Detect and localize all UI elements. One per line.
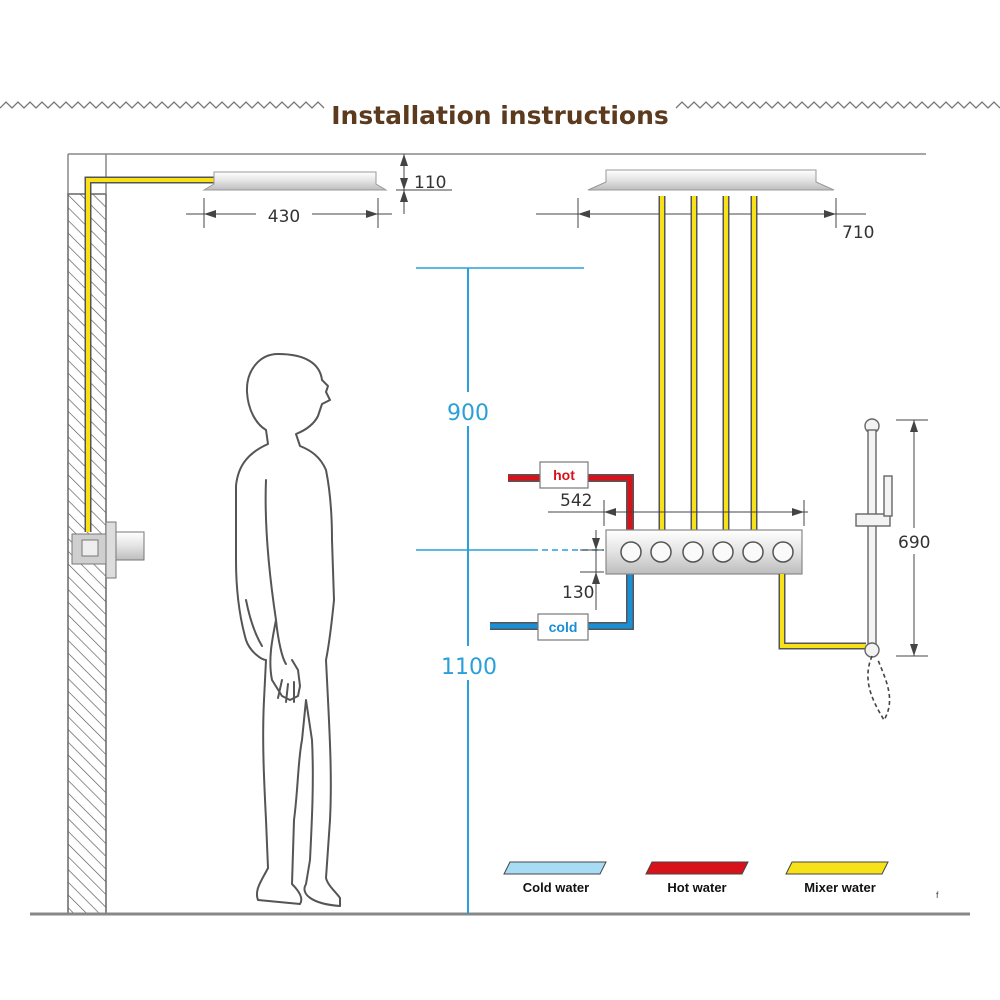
handset-rail-label: 690 bbox=[898, 533, 930, 553]
title-ornament-left bbox=[0, 101, 325, 109]
legend-label: Cold water bbox=[523, 880, 589, 895]
diagram-title: Installation instructions bbox=[331, 101, 669, 130]
handset-rail-dimension: 690 bbox=[896, 419, 938, 657]
handshower-mixer-pipe bbox=[780, 574, 866, 648]
vertical-mixer-pipes bbox=[658, 196, 758, 534]
human-figure bbox=[235, 353, 341, 907]
overhead-shower-small bbox=[202, 171, 388, 191]
thermostatic-valve bbox=[605, 529, 803, 575]
legend-mixer-water: Mixer water bbox=[785, 861, 889, 895]
handshower-rail bbox=[855, 418, 893, 722]
legend-hot-water: Hot water bbox=[645, 861, 749, 895]
legend-label: Mixer water bbox=[804, 880, 876, 895]
valve-offset-dimension: 130 bbox=[562, 530, 604, 610]
cold-water-supply-pipe: cold bbox=[490, 572, 634, 641]
large-head-width-label: 710 bbox=[842, 223, 874, 243]
hot-water-supply-pipe: hot bbox=[508, 461, 634, 534]
upper-height-label: 900 bbox=[447, 401, 489, 426]
legend-label: Hot water bbox=[667, 880, 726, 895]
overhead-shower-large bbox=[587, 169, 835, 191]
hot-label: hot bbox=[553, 467, 575, 483]
small-head-dimension: 430 bbox=[186, 198, 392, 228]
wall-mixer-pipe bbox=[86, 178, 218, 532]
title-ornament-right bbox=[675, 101, 1000, 109]
ceiling-drop-dimension: 110 bbox=[396, 154, 452, 214]
large-head-dimension: 710 bbox=[536, 198, 874, 243]
wall-valve-side bbox=[71, 521, 145, 579]
corner-mark: f bbox=[936, 890, 939, 900]
cold-label: cold bbox=[549, 619, 578, 635]
valve-width-label: 542 bbox=[560, 491, 592, 511]
valve-knobs bbox=[620, 541, 794, 563]
valve-offset-label: 130 bbox=[562, 583, 594, 603]
small-head-width-label: 430 bbox=[268, 207, 300, 227]
ceiling-drop-label: 110 bbox=[414, 173, 446, 193]
lower-height-label: 1100 bbox=[441, 655, 497, 680]
height-dimension-blue: 900 1100 bbox=[416, 267, 604, 914]
legend-cold-water: Cold water bbox=[503, 861, 607, 895]
valve-width-dimension: 542 bbox=[548, 491, 808, 526]
legend: Cold water Hot water Mixer water bbox=[503, 861, 889, 895]
